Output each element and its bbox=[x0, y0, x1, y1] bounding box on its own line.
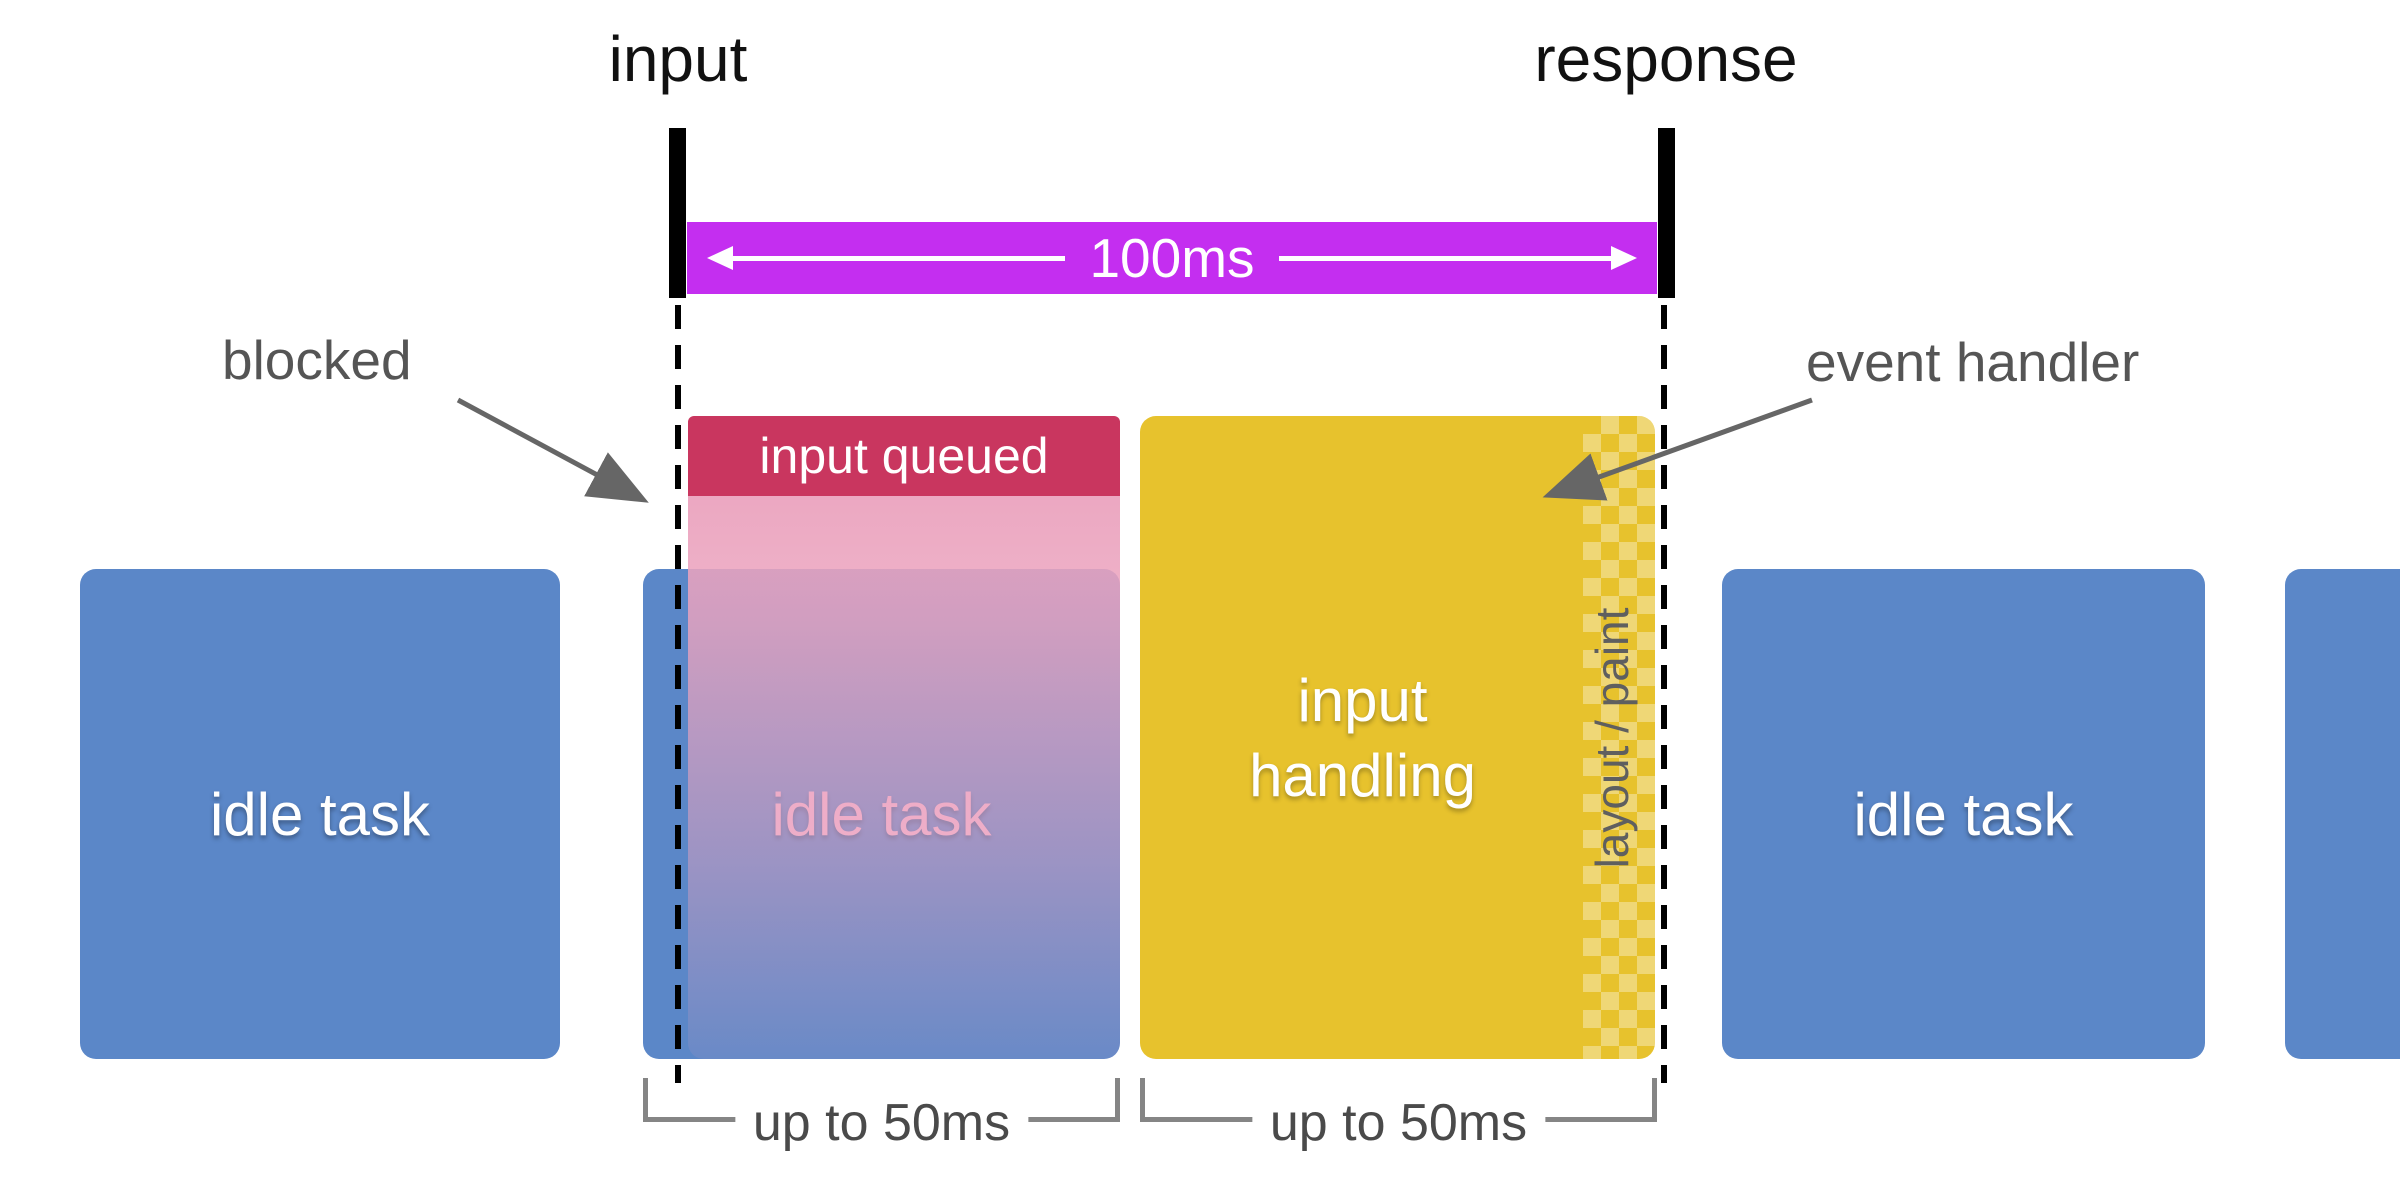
response-event-label: response bbox=[1534, 23, 1798, 95]
idle-task-label: idle task bbox=[1853, 780, 2074, 848]
response-dashed-line bbox=[1661, 305, 1667, 1083]
arrow-line-right bbox=[1278, 255, 1611, 261]
input-handling-label: input handling bbox=[1249, 666, 1476, 809]
input-marker-bar bbox=[669, 128, 686, 298]
layout-paint-checker-strip bbox=[1583, 416, 1655, 1059]
idle-task-block-left: idle task bbox=[80, 569, 560, 1059]
input-handling-label-wrap: input handling bbox=[1140, 416, 1655, 1059]
input-dashed-line bbox=[675, 305, 681, 1083]
input-handling-block: input handling layout / paint bbox=[1140, 416, 1655, 1059]
duration-label: 100ms bbox=[1089, 226, 1255, 289]
idle-task-block-offscreen bbox=[2285, 569, 2400, 1059]
response-marker-bar bbox=[1658, 128, 1675, 298]
layout-paint-label: layout / paint bbox=[1586, 607, 1638, 868]
idle-task-label: idle task bbox=[209, 780, 431, 848]
timeline-100ms-bar: 100ms bbox=[687, 222, 1657, 294]
input-queued-band: input queued bbox=[688, 416, 1120, 496]
input-event-label: input bbox=[608, 23, 748, 95]
blocked-arrow bbox=[456, 397, 649, 503]
arrow-left-icon bbox=[707, 246, 733, 270]
blocked-pink-overlay bbox=[688, 496, 1120, 1059]
bracket-right-label: up to 50ms bbox=[1251, 1093, 1546, 1153]
event-handler-label: event handler bbox=[1806, 331, 2140, 393]
arrow-line-left bbox=[733, 255, 1066, 261]
blocked-label: blocked bbox=[222, 329, 412, 391]
idle-task-block-right: idle task bbox=[1722, 569, 2205, 1059]
bracket-input-handling-duration: up to 50ms bbox=[1140, 1078, 1657, 1153]
bracket-left-label: up to 50ms bbox=[734, 1093, 1029, 1153]
bracket-input-queued-duration: up to 50ms bbox=[643, 1078, 1120, 1153]
arrow-right-icon bbox=[1611, 246, 1637, 270]
